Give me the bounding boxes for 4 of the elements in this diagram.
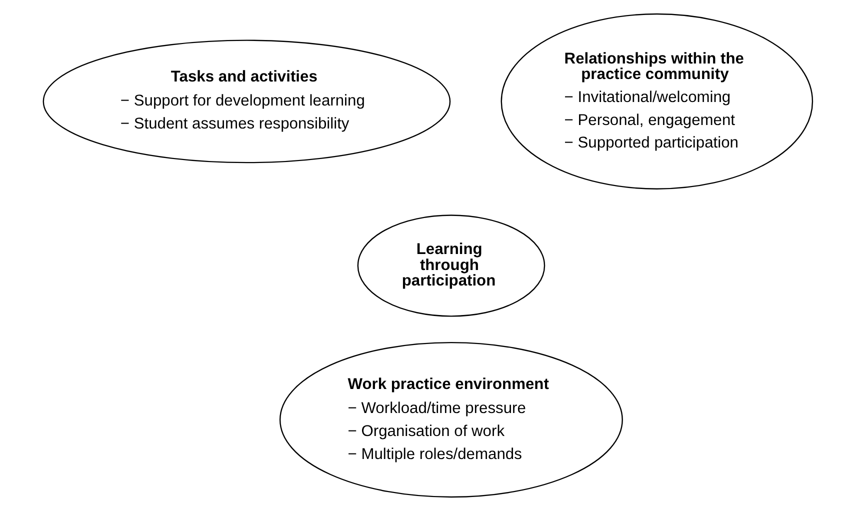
- node-ellipse: Tasks and activities − Support for development learning − Student assumes responsibility: [42, 39, 450, 163]
- node-ellipse: Work practice environment − Workload/time pressure − Organisation of work − Multiple roles/demands: [278, 341, 622, 498]
- node-ellipse: Learning through participation: [356, 214, 545, 316]
- node-ellipse: Relationships within the practice community − Invitational/welcoming − Personal, engagement − Supported participation: [500, 12, 813, 189]
